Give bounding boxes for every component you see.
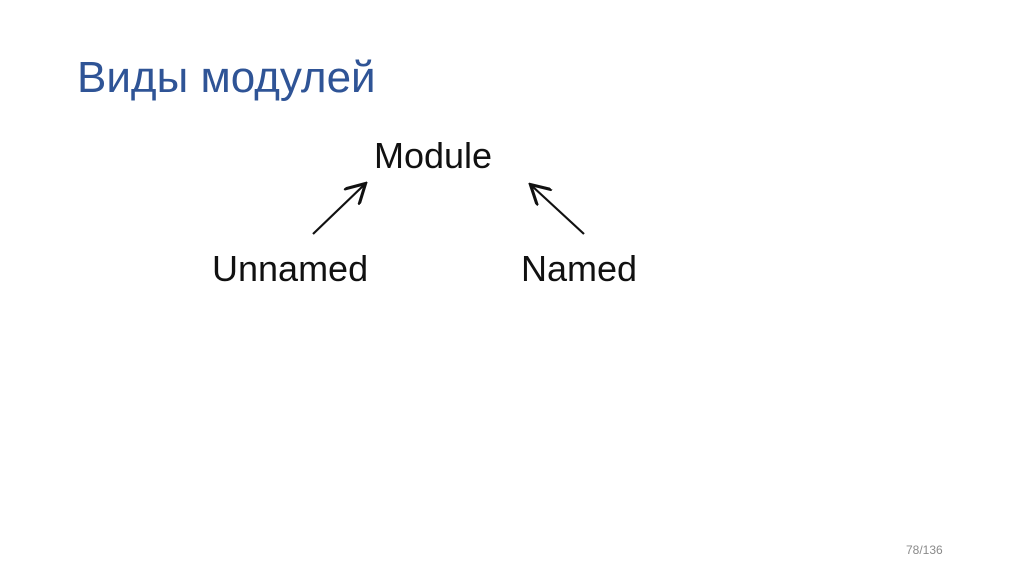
arrow-unnamed-to-module: [312, 185, 364, 235]
slide-title: Виды модулей: [77, 53, 376, 102]
node-named: Named: [521, 248, 638, 289]
arrow-named-to-module: [532, 186, 585, 235]
node-module: Module: [374, 135, 493, 176]
page-number: 78/136: [906, 543, 943, 557]
node-unnamed: Unnamed: [212, 248, 369, 289]
